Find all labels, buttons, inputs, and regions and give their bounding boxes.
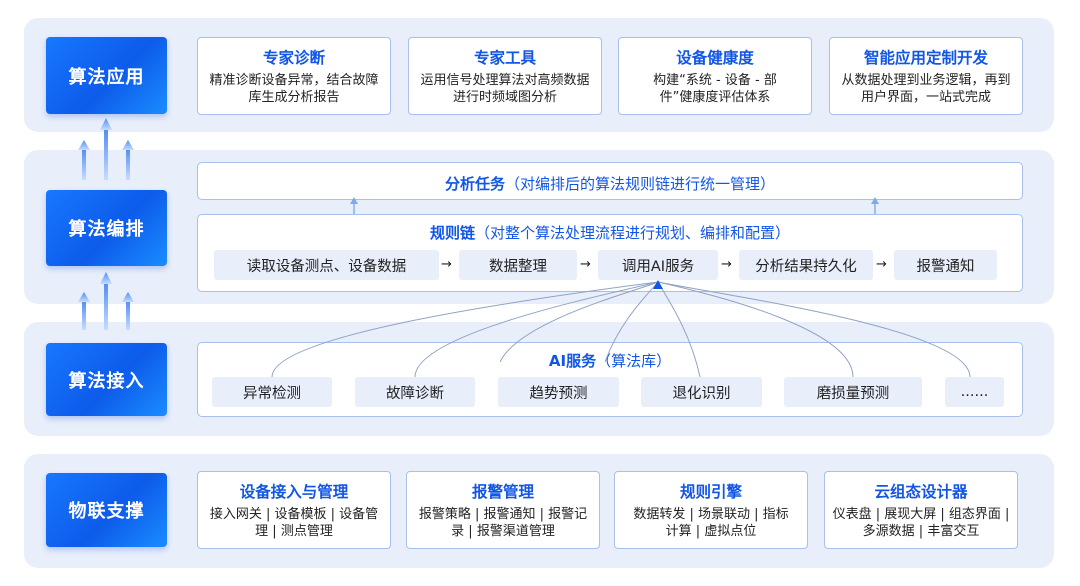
rule-step: 读取设备测点、设备数据: [214, 250, 439, 280]
analysis-task-panel: 分析任务（对编排后的算法规则链进行统一管理）: [197, 162, 1023, 200]
card-title: 智能应用定制开发: [863, 49, 988, 67]
flow-arrow-icon: →: [876, 257, 887, 272]
ai-algorithm: ......: [945, 377, 1004, 407]
card-desc: 仪表盘 | 展现大屏 | 组态界面 | 多源数据 | 丰富交互: [832, 507, 1010, 539]
ai-algorithm: 磨损量预测: [784, 377, 922, 407]
rule-chain-desc: （对整个算法处理流程进行规划、编排和配置）: [475, 224, 791, 242]
card-desc: 报警策略 | 报警通知 | 报警记录 | 报警渠道管理: [418, 507, 588, 539]
card-title: 报警管理: [471, 483, 534, 501]
card-title: 规则引擎: [679, 483, 742, 501]
app-card-expert-diagnosis: 专家诊断 精准诊断设备异常，结合故障库生成分析报告: [197, 37, 391, 115]
iot-card-alarm: 报警管理 报警策略 | 报警通知 | 报警记录 | 报警渠道管理: [406, 471, 600, 549]
rule-step: 调用AI服务: [598, 250, 718, 280]
layer-label-access: 算法接入: [46, 343, 167, 416]
card-desc: 接入网关 | 设备模板 | 设备管理 | 测点管理: [209, 507, 379, 539]
layer-label-app: 算法应用: [46, 37, 167, 114]
app-card-health: 设备健康度 构建“系统 - 设备 - 部件”健康度评估体系: [618, 37, 812, 115]
iot-card-designer: 云组态设计器 仪表盘 | 展现大屏 | 组态界面 | 多源数据 | 丰富交互: [824, 471, 1018, 549]
rule-step: 数据整理: [459, 250, 577, 280]
iot-card-rule-engine: 规则引擎 数据转发 | 场景联动 | 指标计算 | 虚拟点位: [614, 471, 808, 549]
rule-chain-name: 规则链: [429, 224, 475, 242]
layer-label-iot: 物联支撑: [46, 473, 167, 547]
rule-step: 分析结果持久化: [739, 250, 873, 280]
flow-arrow-icon: →: [441, 257, 452, 272]
layer-label-orch: 算法编排: [46, 190, 167, 266]
flow-arrow-icon: →: [580, 257, 591, 272]
ai-service-name: AI服务: [548, 352, 597, 370]
card-title: 云组态设计器: [874, 483, 968, 501]
card-title: 设备健康度: [676, 49, 754, 67]
iot-card-device-access: 设备接入与管理 接入网关 | 设备模板 | 设备管理 | 测点管理: [197, 471, 391, 549]
ai-algorithm: 趋势预测: [498, 377, 619, 407]
card-desc: 精准诊断设备异常，结合故障库生成分析报告: [209, 73, 379, 105]
rule-step: 报警通知: [894, 250, 997, 280]
card-desc: 从数据处理到业务逻辑，再到用户界面，一站式完成: [841, 73, 1011, 105]
ai-algorithm: 故障诊断: [355, 377, 475, 407]
card-desc: 运用信号处理算法对高频数据进行时频域图分析: [420, 73, 590, 105]
analysis-task-desc: （对编排后的算法规则链进行统一管理）: [505, 175, 776, 193]
ai-service-title: AI服务（算法库）: [198, 350, 1022, 371]
flow-arrow-icon: →: [721, 257, 732, 272]
app-card-custom-dev: 智能应用定制开发 从数据处理到业务逻辑，再到用户界面，一站式完成: [829, 37, 1023, 115]
ai-service-desc: （算法库）: [596, 352, 672, 370]
card-desc: 构建“系统 - 设备 - 部件”健康度评估体系: [653, 73, 777, 105]
card-title: 专家工具: [473, 49, 536, 67]
ai-algorithm: 异常检测: [212, 377, 332, 407]
app-card-expert-tools: 专家工具 运用信号处理算法对高频数据进行时频域图分析: [408, 37, 602, 115]
card-title: 设备接入与管理: [239, 483, 349, 501]
analysis-task-title: 分析任务（对编排后的算法规则链进行统一管理）: [198, 173, 1022, 194]
card-title: 专家诊断: [262, 49, 325, 67]
analysis-task-name: 分析任务: [444, 175, 505, 193]
card-desc: 数据转发 | 场景联动 | 指标计算 | 虚拟点位: [633, 507, 789, 539]
ai-algorithm: 退化识别: [641, 377, 762, 407]
rule-chain-title: 规则链（对整个算法处理流程进行规划、编排和配置）: [198, 222, 1022, 243]
